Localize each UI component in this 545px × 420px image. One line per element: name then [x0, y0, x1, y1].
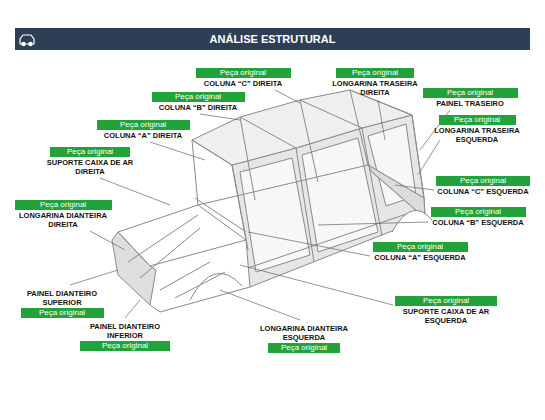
- status-badge: Peça original: [431, 207, 526, 217]
- part-label: Peça originalPAINEL TRASEIRO: [419, 88, 521, 109]
- part-name: PAINEL DIANTEIRO INFERIOR: [77, 322, 174, 340]
- part-name: LONGARINA TRASEIRA DIREITA: [319, 79, 431, 97]
- status-badge: Peça original: [373, 242, 468, 252]
- part-label: PAINEL DIANTEIRO INFERIORPeça original: [77, 321, 174, 351]
- status-badge: Peça original: [97, 120, 190, 130]
- status-badge: Peça original: [50, 147, 130, 157]
- part-name: COLUNA “B” ESQUERDA: [422, 218, 534, 227]
- part-name: PAINEL TRASEIRO: [419, 99, 521, 108]
- status-badge: Peça original: [439, 115, 516, 125]
- status-badge: Peça original: [15, 200, 112, 210]
- part-name: LONGARINA DIANTEIRA ESQUERDA: [251, 324, 358, 342]
- part-label: Peça originalLONGARINA DIANTEIRA DIREITA: [13, 200, 113, 230]
- part-label: Peça originalCOLUNA “C” DIREITA: [182, 68, 304, 89]
- status-badge: Peça original: [395, 296, 497, 306]
- page-title: ANÁLISE ESTRUTURAL: [15, 28, 530, 50]
- part-label: Peça originalLONGARINA TRASEIRA ESQUERDA: [421, 115, 533, 145]
- part-name: COLUNA “B” DIREITA: [137, 103, 259, 112]
- part-label: PAINEL DIANTEIRO SUPERIORPeça original: [14, 288, 111, 318]
- part-label: Peça originalSUPORTE CAIXA DE AR ESQUERD…: [390, 296, 502, 326]
- part-label: Peça originalCOLUNA “A” DIREITA: [82, 120, 204, 141]
- car-icon: [20, 35, 34, 46]
- part-name: COLUNA “A” ESQUERDA: [359, 253, 481, 262]
- status-badge: Peça original: [336, 68, 414, 78]
- part-name: PAINEL DIANTEIRO SUPERIOR: [14, 289, 111, 307]
- part-label: Peça originalCOLUNA “C” ESQUERDA: [427, 176, 539, 197]
- part-label: Peça originalCOLUNA “B” ESQUERDA: [422, 207, 534, 228]
- part-name: COLUNA “C” ESQUERDA: [427, 187, 539, 196]
- status-badge: Peça original: [196, 68, 291, 78]
- part-name: COLUNA “A” DIREITA: [82, 131, 204, 140]
- part-label: Peça originalCOLUNA “B” DIREITA: [137, 92, 259, 113]
- part-name: COLUNA “C” DIREITA: [182, 79, 304, 88]
- status-badge: Peça original: [268, 343, 340, 353]
- part-name: LONGARINA TRASEIRA ESQUERDA: [421, 126, 533, 144]
- part-name: SUPORTE CAIXA DE AR DIREITA: [37, 158, 144, 176]
- status-badge: Peça original: [423, 88, 518, 98]
- part-name: SUPORTE CAIXA DE AR ESQUERDA: [390, 307, 502, 325]
- part-label: LONGARINA DIANTEIRA ESQUERDAPeça origina…: [251, 323, 358, 353]
- status-badge: Peça original: [80, 341, 170, 351]
- status-badge: Peça original: [21, 308, 104, 318]
- status-badge: Peça original: [152, 92, 245, 102]
- title-bar: [15, 28, 530, 50]
- leader-lines: [70, 90, 450, 320]
- part-label: Peça originalLONGARINA TRASEIRA DIREITA: [319, 68, 431, 98]
- status-badge: Peça original: [436, 176, 530, 186]
- part-name: LONGARINA DIANTEIRA DIREITA: [13, 211, 113, 229]
- part-label: Peça originalCOLUNA “A” ESQUERDA: [359, 242, 481, 263]
- part-label: Peça originalSUPORTE CAIXA DE AR DIREITA: [37, 147, 144, 177]
